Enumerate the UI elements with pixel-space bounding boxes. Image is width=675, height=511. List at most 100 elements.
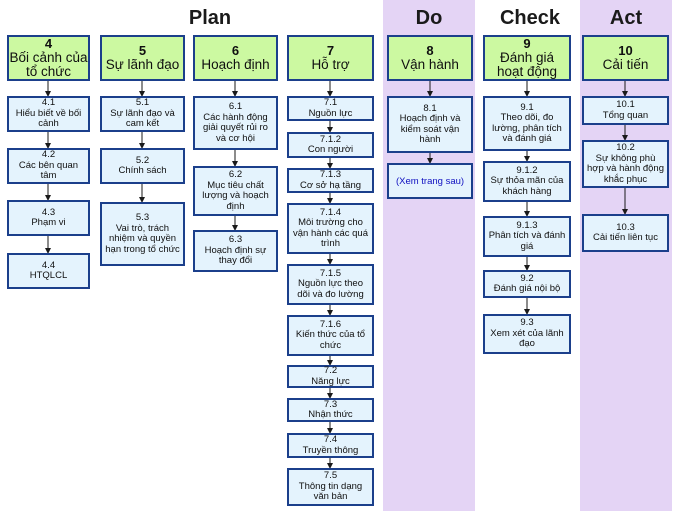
clause-7-header: 7 Hỗ trợ: [287, 35, 374, 81]
clause-text: Nguồn lực theo dõi và đo lường: [297, 278, 364, 300]
clause-number: 7.3: [323, 398, 338, 410]
clause-9-header: 9 Đánh giá hoạt động: [483, 35, 571, 81]
clause-number: 9.2: [520, 272, 534, 284]
clause-4-4-box: 4.4 HTQLCL: [7, 253, 90, 289]
clause-number: 7.1.3: [319, 169, 342, 180]
clause-9-1-2-box: 9.1.2 Sự thỏa mãn của khách hàng: [483, 161, 571, 202]
clause-7-1-4-box: 7.1.4 Môi trường cho vận hành các quá tr…: [287, 203, 374, 254]
phase-act: Act: [609, 7, 643, 29]
clause-number: 7.1.4: [319, 206, 342, 218]
clause-7-4-box: 7.4 Truyền thông: [287, 433, 374, 458]
clause-text: Phạm vi: [31, 217, 66, 228]
clause-text: Con người: [307, 144, 354, 155]
clause-7-number: 7: [326, 43, 335, 58]
clause-text: Hiểu biết về bối cảnh: [15, 107, 82, 130]
clause-number: 8.1: [423, 102, 437, 114]
clause-text: Nhận thức: [308, 409, 353, 420]
clause-4-3-box: 4.3 Phạm vi: [7, 200, 90, 236]
clause-text: Cơ sở hạ tầng: [299, 179, 362, 191]
clause-number: 4.3: [41, 206, 56, 218]
clause-number: 6.2: [228, 169, 243, 180]
clause-7-1-box: 7.1 Nguồn lực: [287, 96, 374, 121]
clause-text: Vai trò, trách nhiệm và quyền hạn trong …: [105, 222, 180, 255]
clause-text: Chính sách: [118, 165, 167, 176]
clause-text: Sự lãnh đạo và cam kết: [110, 107, 175, 130]
clause-number: 9.1: [520, 101, 534, 113]
clause-number: 7.1.6: [319, 318, 342, 330]
clause-9-2-box: 9.2 Đánh giá nội bộ: [483, 270, 571, 298]
clause-10-2-box: 10.2 Sự không phù hợp và hành động khắc …: [582, 140, 669, 188]
clause-6-3-box: 6.3 Hoạch định sự thay đổi: [193, 230, 278, 272]
clause-8-1-box: 8.1 Hoạch định và kiểm soát vận hành: [387, 96, 473, 153]
clause-7-1-3-box: 7.1.3 Cơ sở hạ tầng: [287, 168, 374, 193]
clause-7-1-6-box: 7.1.6 Kiến thức của tổ chức: [287, 315, 374, 356]
clause-text: Các bên quan tâm: [18, 159, 79, 182]
clause-7-5-box: 7.5 Thông tin dạng văn bản: [287, 468, 374, 506]
clause-number: 7.1.2: [319, 133, 342, 145]
clause-8-header: 8 Vận hành: [387, 35, 473, 81]
clause-7-title: Hỗ trợ: [311, 57, 350, 72]
clause-10-3-box: 10.3 Cải tiến liên tục: [582, 214, 669, 252]
clause-text: Sự không phù hợp và hành động khắc phục: [586, 152, 665, 185]
clause-number: 7.1: [323, 97, 338, 108]
clause-4-header: 4 Bối cảnh của tổ chức: [7, 35, 90, 81]
clause-number: 10.1: [616, 99, 635, 110]
clause-number: 5.3: [135, 212, 150, 223]
clause-text: Đánh giá nội bộ: [493, 283, 561, 294]
clause-number: 6.3: [228, 234, 243, 246]
clause-4-title: Bối cảnh của tổ chức: [9, 50, 88, 79]
clause-number: 4.4: [41, 259, 56, 271]
clause-text: Năng lực: [311, 375, 350, 387]
clause-text: Mục tiêu chất lượng và hoạch định: [202, 179, 269, 212]
clause-6-2-box: 6.2 Mục tiêu chất lượng và hoạch định: [193, 166, 278, 216]
clause-4-number: 4: [44, 36, 53, 51]
clause-number: 7.5: [323, 470, 338, 482]
clause-9-1-3-box: 9.1.3 Phân tích và đánh giá: [483, 216, 571, 257]
clause-10-1-box: 10.1 Tổng quan: [582, 96, 669, 125]
clause-9-title: Đánh giá hoạt động: [496, 50, 558, 79]
clause-9-3-box: 9.3 Xem xét của lãnh đạo: [483, 314, 571, 354]
clause-6-number: 6: [231, 43, 240, 58]
clause-10-number: 10: [618, 43, 633, 58]
clause-number: 9.1.3: [516, 219, 538, 231]
clause-number: 9.1.2: [516, 164, 538, 176]
clause-number: 9.3: [520, 317, 534, 329]
clause-text: Truyền thông: [302, 444, 359, 456]
clause-number: 4.2: [41, 149, 56, 161]
clause-5-title: Sự lãnh đạo: [105, 57, 180, 72]
see-next-page-note: (Xem trang sau): [387, 163, 473, 199]
clause-7-1-2-box: 7.1.2 Con người: [287, 132, 374, 158]
phase-do: Do: [415, 7, 443, 29]
clause-6-title: Hoạch định: [201, 57, 270, 72]
clause-5-2-box: 5.2 Chính sách: [100, 148, 185, 184]
clause-7-1-5-box: 7.1.5 Nguồn lực theo dõi và đo lường: [287, 264, 374, 305]
phase-plan: Plan: [188, 7, 232, 29]
clause-number: 10.2: [616, 142, 635, 153]
clause-7-3-box: 7.3 Nhận thức: [287, 398, 374, 422]
clause-6-header: 6 Hoạch định: [193, 35, 278, 81]
clause-text: Hoạch định sự thay đổi: [204, 244, 267, 267]
clause-number: 10.3: [616, 221, 635, 233]
clause-text: Sự thỏa mãn của khách hàng: [490, 175, 564, 197]
clause-10-header: 10 Cải tiến: [582, 35, 669, 81]
clause-text: Cải tiến liên tục: [593, 232, 658, 243]
clause-5-header: 5 Sự lãnh đạo: [100, 35, 185, 81]
clause-text: Tổng quan: [602, 109, 649, 121]
clause-6-1-box: 6.1 Các hành động giải quyết rủi ro và c…: [193, 96, 278, 150]
clause-5-1-box: 5.1 Sự lãnh đạo và cam kết: [100, 96, 185, 132]
clause-4-1-box: 4.1 Hiểu biết về bối cảnh: [7, 96, 90, 132]
clause-10-title: Cải tiến: [602, 57, 649, 72]
clause-text: Môi trường cho vận hành các quá trình: [292, 217, 368, 249]
act-band: [580, 0, 672, 511]
clause-text: Nguồn lực: [308, 107, 353, 119]
clause-text: Phân tích và đánh giá: [488, 230, 566, 252]
clause-text: Kiến thức của tổ chức: [295, 329, 366, 351]
clause-text: HTQLCL: [29, 270, 68, 281]
clause-number: 6.1: [228, 101, 243, 112]
clause-9-1-box: 9.1 Theo dõi, đo lường, phân tích và đán…: [483, 96, 571, 151]
clause-5-number: 5: [138, 43, 147, 58]
clause-8-number: 8: [426, 43, 434, 58]
clause-text: Các hành động giải quyết rủi ro và cơ hộ…: [203, 111, 268, 144]
clause-9-number: 9: [523, 36, 531, 51]
